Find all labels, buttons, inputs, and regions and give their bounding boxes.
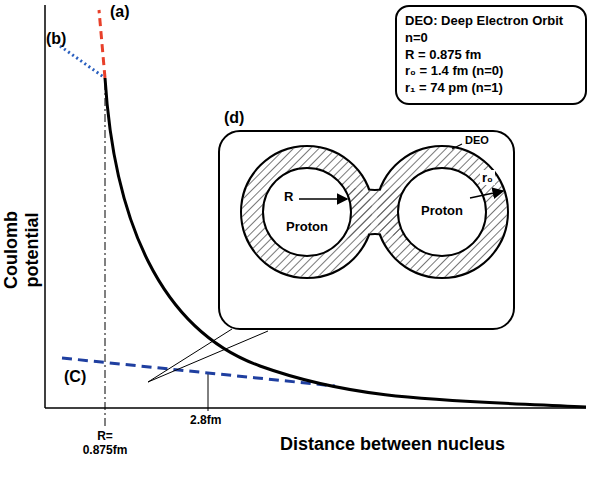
info-line: n=0 [405, 30, 577, 47]
callout-letter: (b) [46, 30, 66, 48]
part-name: Proton [421, 203, 463, 218]
axis-title: Coulomb potential [1, 190, 43, 310]
deo-fill [242, 147, 507, 277]
part-name: DEO [465, 134, 489, 146]
inset-box: (d)RProtonProton [218, 130, 515, 330]
x-axis [45, 407, 586, 409]
proton-circle: Proton [397, 167, 487, 257]
distance-marker [208, 374, 209, 411]
axis-title: Distance between nucleus [280, 434, 505, 455]
deo-outline [242, 147, 507, 277]
part-name: R [284, 189, 293, 204]
callout-line [148, 331, 268, 382]
part-name: Proton [286, 219, 328, 234]
approx-line-b [60, 46, 105, 78]
info-line: R = 0.875 fm [405, 47, 577, 64]
proton-circle: R Proton [262, 167, 352, 257]
dimension: r₀ [480, 170, 495, 185]
deo-hatch [242, 147, 507, 277]
radius-marker [105, 82, 106, 426]
callout-letter: (d) [224, 109, 244, 127]
leader-line [452, 144, 462, 149]
info-line: DEO: Deep Electron Orbit [405, 13, 577, 30]
info-box: DEO: Deep Electron Orbitn=0R = 0.875 fmr… [395, 5, 587, 105]
dimension: R= 0.875fm [76, 429, 134, 457]
y-axis [44, 5, 46, 408]
callout-line [148, 329, 232, 382]
approx-line-a [99, 10, 105, 78]
dimension: 2.8fm [190, 413, 221, 427]
callout-letter: (C) [64, 368, 86, 386]
callout-letter: (a) [110, 3, 130, 21]
info-line: r₀ = 1.4 fm (n=0) [405, 63, 577, 80]
approx-line-c [62, 358, 335, 386]
info-line: r₁ = 74 pm (n=1) [405, 80, 577, 97]
coulomb-curve [105, 78, 586, 407]
